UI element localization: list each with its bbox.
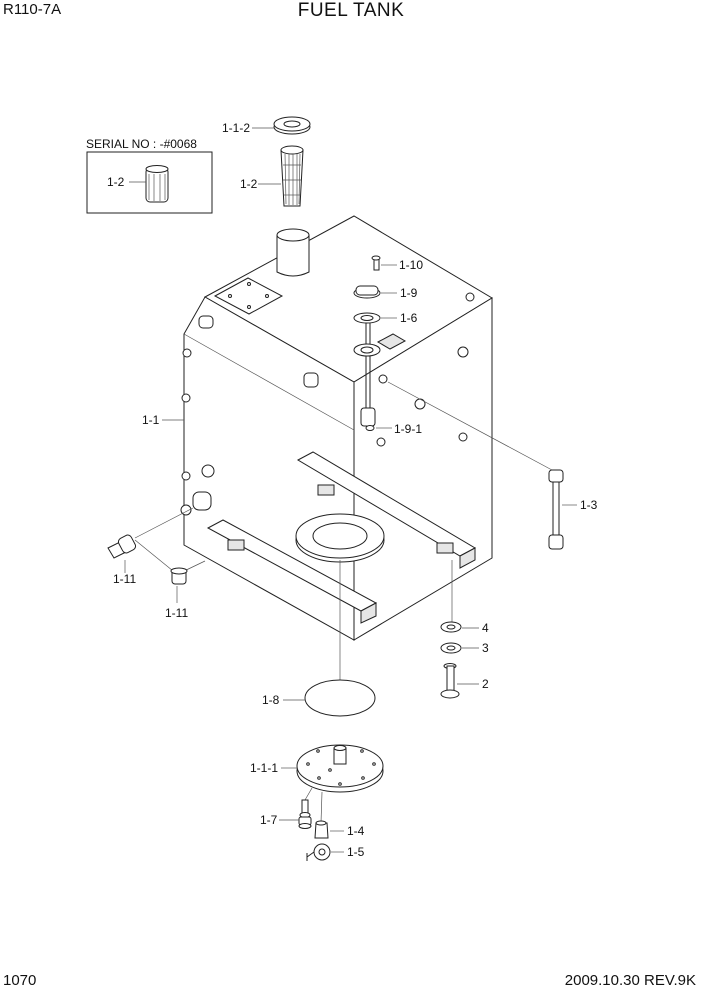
label-1-2-inset: 1-2 [107,175,125,189]
label-1-11-a: 1-11 [113,572,136,586]
fuel-tank-body [180,215,493,641]
strainer [280,145,304,207]
label-1-2: 1-2 [240,177,258,191]
label-1-9-1: 1-9-1 [394,422,422,436]
label-2: 2 [482,677,489,691]
serial-inset: SERIAL NO : -#0068 1-2 [86,137,213,214]
label-1-7: 1-7 [260,813,278,827]
screw-1-7 [298,799,312,829]
label-1-11-b: 1-11 [165,606,188,620]
level-indicator [548,469,564,550]
revision-date: 2009.10.30 REV.9K [564,972,696,989]
bolt-2 [440,663,460,699]
label-1-6: 1-6 [400,311,418,325]
cover-plate [296,744,384,793]
label-3: 3 [482,641,489,655]
label-1-1: 1-1 [142,413,160,427]
label-1-10: 1-10 [399,258,423,272]
drain-fitting [107,534,137,559]
fitting-1-4 [314,820,329,839]
page-number: 1070 [3,972,37,989]
clamp-1-5 [306,843,331,861]
label-1-4: 1-4 [347,824,365,838]
label-4: 4 [482,621,489,635]
serial-label: SERIAL NO : -#0068 [86,137,197,151]
label-1-5: 1-5 [347,845,365,859]
label-1-1-2: 1-1-2 [222,121,250,135]
label-1-3: 1-3 [580,498,598,512]
strainer-inset-drawing [145,165,169,203]
o-ring [304,679,376,717]
label-1-8: 1-8 [262,693,280,707]
washer-4 [440,621,462,633]
model-name: R110-7A [3,1,62,18]
label-1-1-1: 1-1-1 [250,761,278,775]
washer-3 [440,642,462,654]
filler-cap [273,116,311,135]
label-1-9: 1-9 [400,286,418,300]
level-gauge [353,255,381,431]
drain-plug [170,567,188,585]
page-title: FUEL TANK [297,0,405,21]
